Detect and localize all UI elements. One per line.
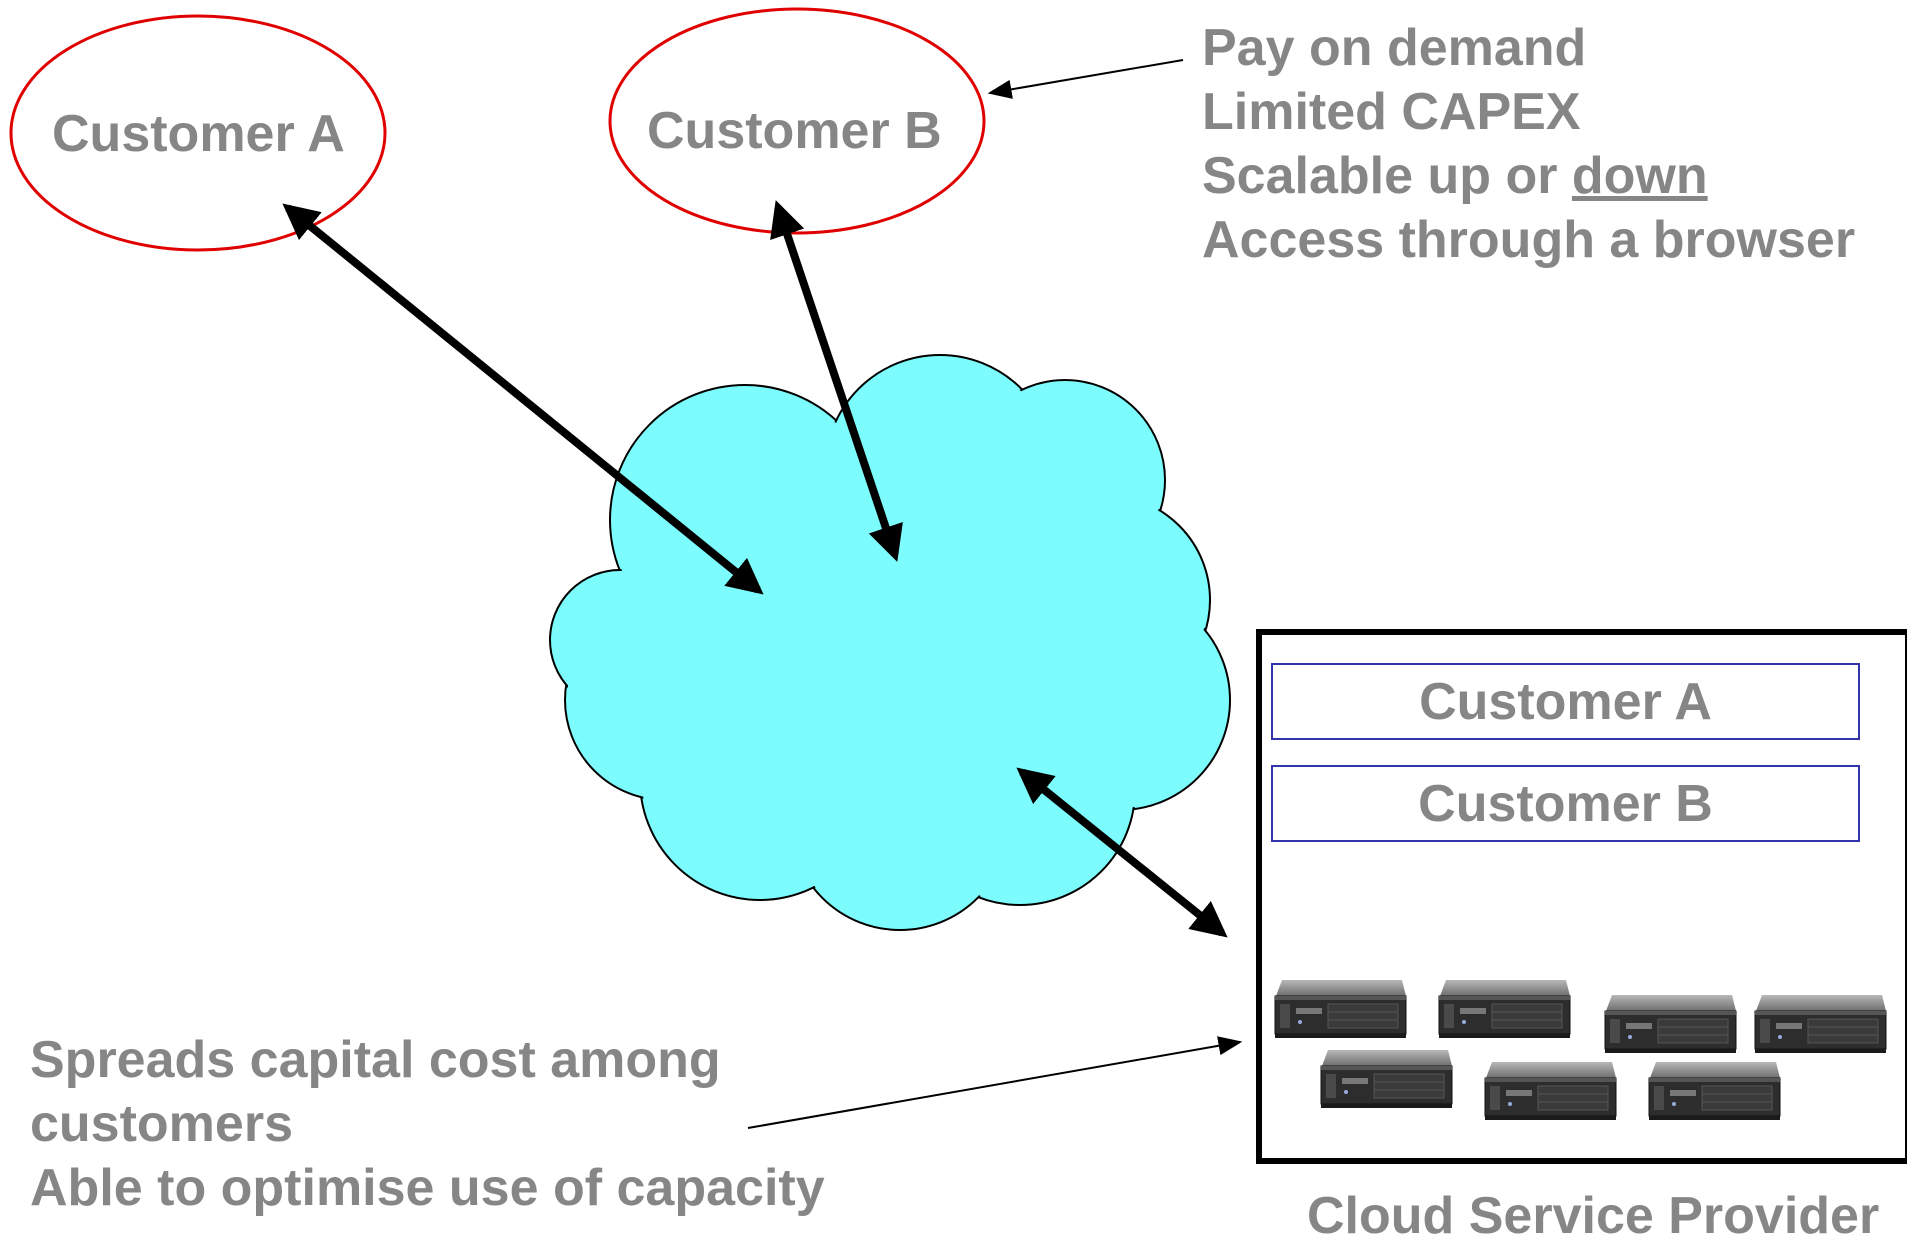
server-rack-icon <box>1318 1048 1454 1115</box>
server-rack-icon <box>1752 993 1888 1060</box>
server-rack-icon <box>1482 1060 1618 1127</box>
benefit-scalable: Scalable up or down <box>1202 150 1708 202</box>
server-rack-icon <box>1602 993 1738 1060</box>
callout-arrow-provider-benefits <box>747 1036 1243 1129</box>
server-rack-icon <box>1272 978 1408 1045</box>
customer-b-label: Customer B <box>647 102 942 160</box>
benefit-limited-capex: Limited CAPEX <box>1202 83 1581 141</box>
arrow-customer-a-cloud <box>282 203 764 595</box>
benefit-spreads-cost: Spreads capital cost among <box>30 1031 721 1089</box>
customer-a-label: Customer A <box>52 105 345 163</box>
benefit-customers: customers <box>30 1095 293 1153</box>
cloud-shape <box>549 354 1231 931</box>
provider-box <box>1256 629 1907 1164</box>
provider-label: Cloud Service Provider <box>1307 1187 1880 1245</box>
benefit-scalable-prefix: Scalable up or <box>1202 147 1572 205</box>
benefit-scalable-down: down <box>1571 147 1708 205</box>
arrow-customer-b-cloud <box>770 200 903 562</box>
server-rack-icon <box>1646 1060 1782 1127</box>
benefit-browser-access: Access through a browser <box>1202 211 1856 269</box>
benefit-optimise-capacity: Able to optimise use of capacity <box>30 1159 825 1217</box>
benefit-pay-on-demand: Pay on demand <box>1202 19 1587 77</box>
server-rack-icon <box>1436 978 1572 1045</box>
arrow-cloud-provider <box>1016 767 1228 938</box>
callout-arrow-customer-benefits <box>987 59 1184 99</box>
customer-a-ellipse <box>9 14 387 252</box>
tenant-customer-a: Customer A <box>1271 663 1860 740</box>
tenant-customer-b: Customer B <box>1271 765 1860 842</box>
